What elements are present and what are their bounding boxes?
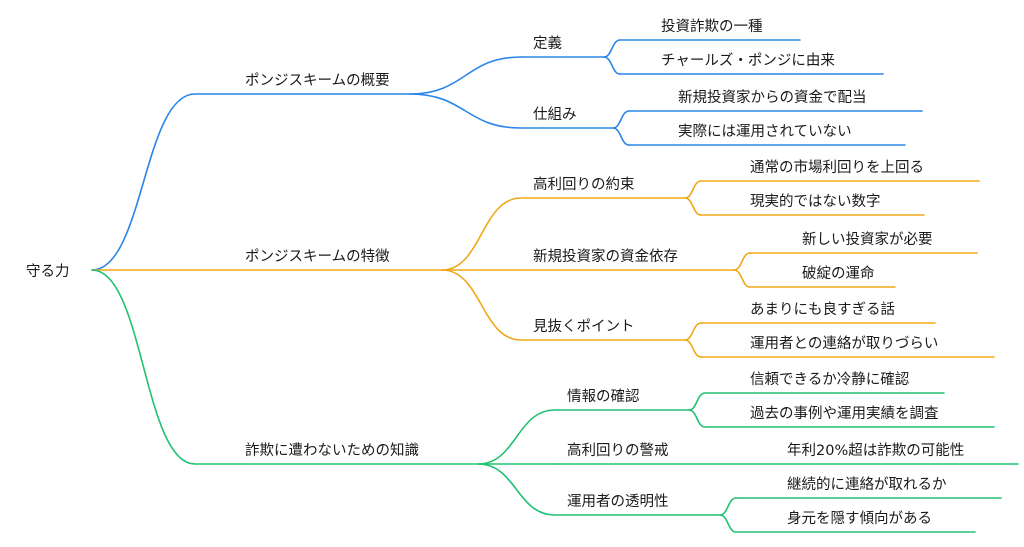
sub-node-2-2[interactable]: 運用者の透明性: [567, 493, 669, 510]
leaf-node-1-0-0[interactable]: 通常の市場利回りを上回る: [750, 159, 924, 176]
sub-1-2-connector-0: [684, 322, 702, 341]
branch-0-connector-1: [409, 93, 522, 129]
leaf-node-0-1-0[interactable]: 新規投資家からの資金で配当: [678, 89, 867, 106]
sub-node-1-2[interactable]: 見抜くポイント: [533, 318, 635, 335]
leaf-node-0-1-1[interactable]: 実際には運用されていない: [678, 123, 852, 140]
sub-2-2-connector-0: [719, 497, 737, 516]
sub-2-0-connector-1: [688, 409, 706, 428]
sub-1-1-connector-0: [733, 252, 751, 271]
root-connector-0: [91, 93, 196, 271]
sub-1-0-connector-1: [684, 197, 702, 216]
sub-0-1-connector-0: [612, 110, 630, 129]
branch-0-connector-0: [409, 56, 522, 95]
sub-0-1-connector-1: [612, 127, 630, 146]
sub-0-0-connector-0: [603, 39, 621, 58]
branch-node-2[interactable]: 詐欺に遭わないための知識: [245, 442, 419, 459]
sub-node-0-1[interactable]: 仕組み: [533, 106, 577, 123]
sub-0-0-connector-1: [603, 56, 621, 75]
sub-node-0-0[interactable]: 定義: [533, 35, 562, 52]
root-node-label[interactable]: 守る力: [26, 263, 70, 280]
sub-2-0-connector-0: [688, 392, 706, 411]
sub-1-0-connector-0: [684, 180, 702, 199]
sub-node-2-1[interactable]: 高利回りの警戒: [567, 442, 669, 459]
sub-2-2-connector-1: [719, 514, 737, 533]
leaf-node-1-1-1[interactable]: 破綻の運命: [802, 264, 875, 282]
leaf-node-2-2-0[interactable]: 継続的に連絡が取れるか: [787, 476, 947, 493]
branch-node-1[interactable]: ポンジスキームの特徴: [245, 248, 390, 265]
leaf-node-2-1-0[interactable]: 年利20%超は詐欺の可能性: [787, 442, 964, 459]
leaf-node-0-0-0[interactable]: 投資詐欺の一種: [661, 18, 763, 35]
leaf-node-1-2-1[interactable]: 運用者との連絡が取りづらい: [750, 335, 938, 352]
branch-node-0[interactable]: ポンジスキームの概要: [245, 72, 390, 89]
leaf-node-1-0-1[interactable]: 現実的ではない数字: [750, 193, 881, 210]
branch-1-connector-0: [441, 197, 522, 271]
sub-node-1-1[interactable]: 新規投資家の資金依存: [533, 248, 678, 265]
branch-2-connector-0: [477, 409, 556, 465]
leaf-node-1-1-0[interactable]: 新しい投資家が必要: [802, 231, 933, 248]
sub-node-2-0[interactable]: 情報の確認: [567, 388, 640, 405]
branch-2-connector-2: [477, 463, 556, 516]
root-connector-2: [91, 269, 196, 465]
leaf-node-0-0-1[interactable]: チャールズ・ポンジに由来: [661, 52, 835, 69]
leaf-node-1-2-0[interactable]: あまりにも良すぎる話: [750, 301, 895, 318]
leaf-node-2-0-1[interactable]: 過去の事例や運用実績を調査: [750, 405, 939, 422]
sub-1-2-connector-1: [684, 339, 702, 358]
sub-1-1-connector-1: [733, 269, 751, 288]
leaf-node-2-2-1[interactable]: 身元を隠す傾向がある: [787, 510, 932, 527]
sub-node-1-0[interactable]: 高利回りの約束: [533, 176, 635, 193]
leaf-node-2-0-0[interactable]: 信頼できるか冷静に確認: [750, 371, 910, 388]
branch-1-connector-2: [441, 269, 522, 341]
